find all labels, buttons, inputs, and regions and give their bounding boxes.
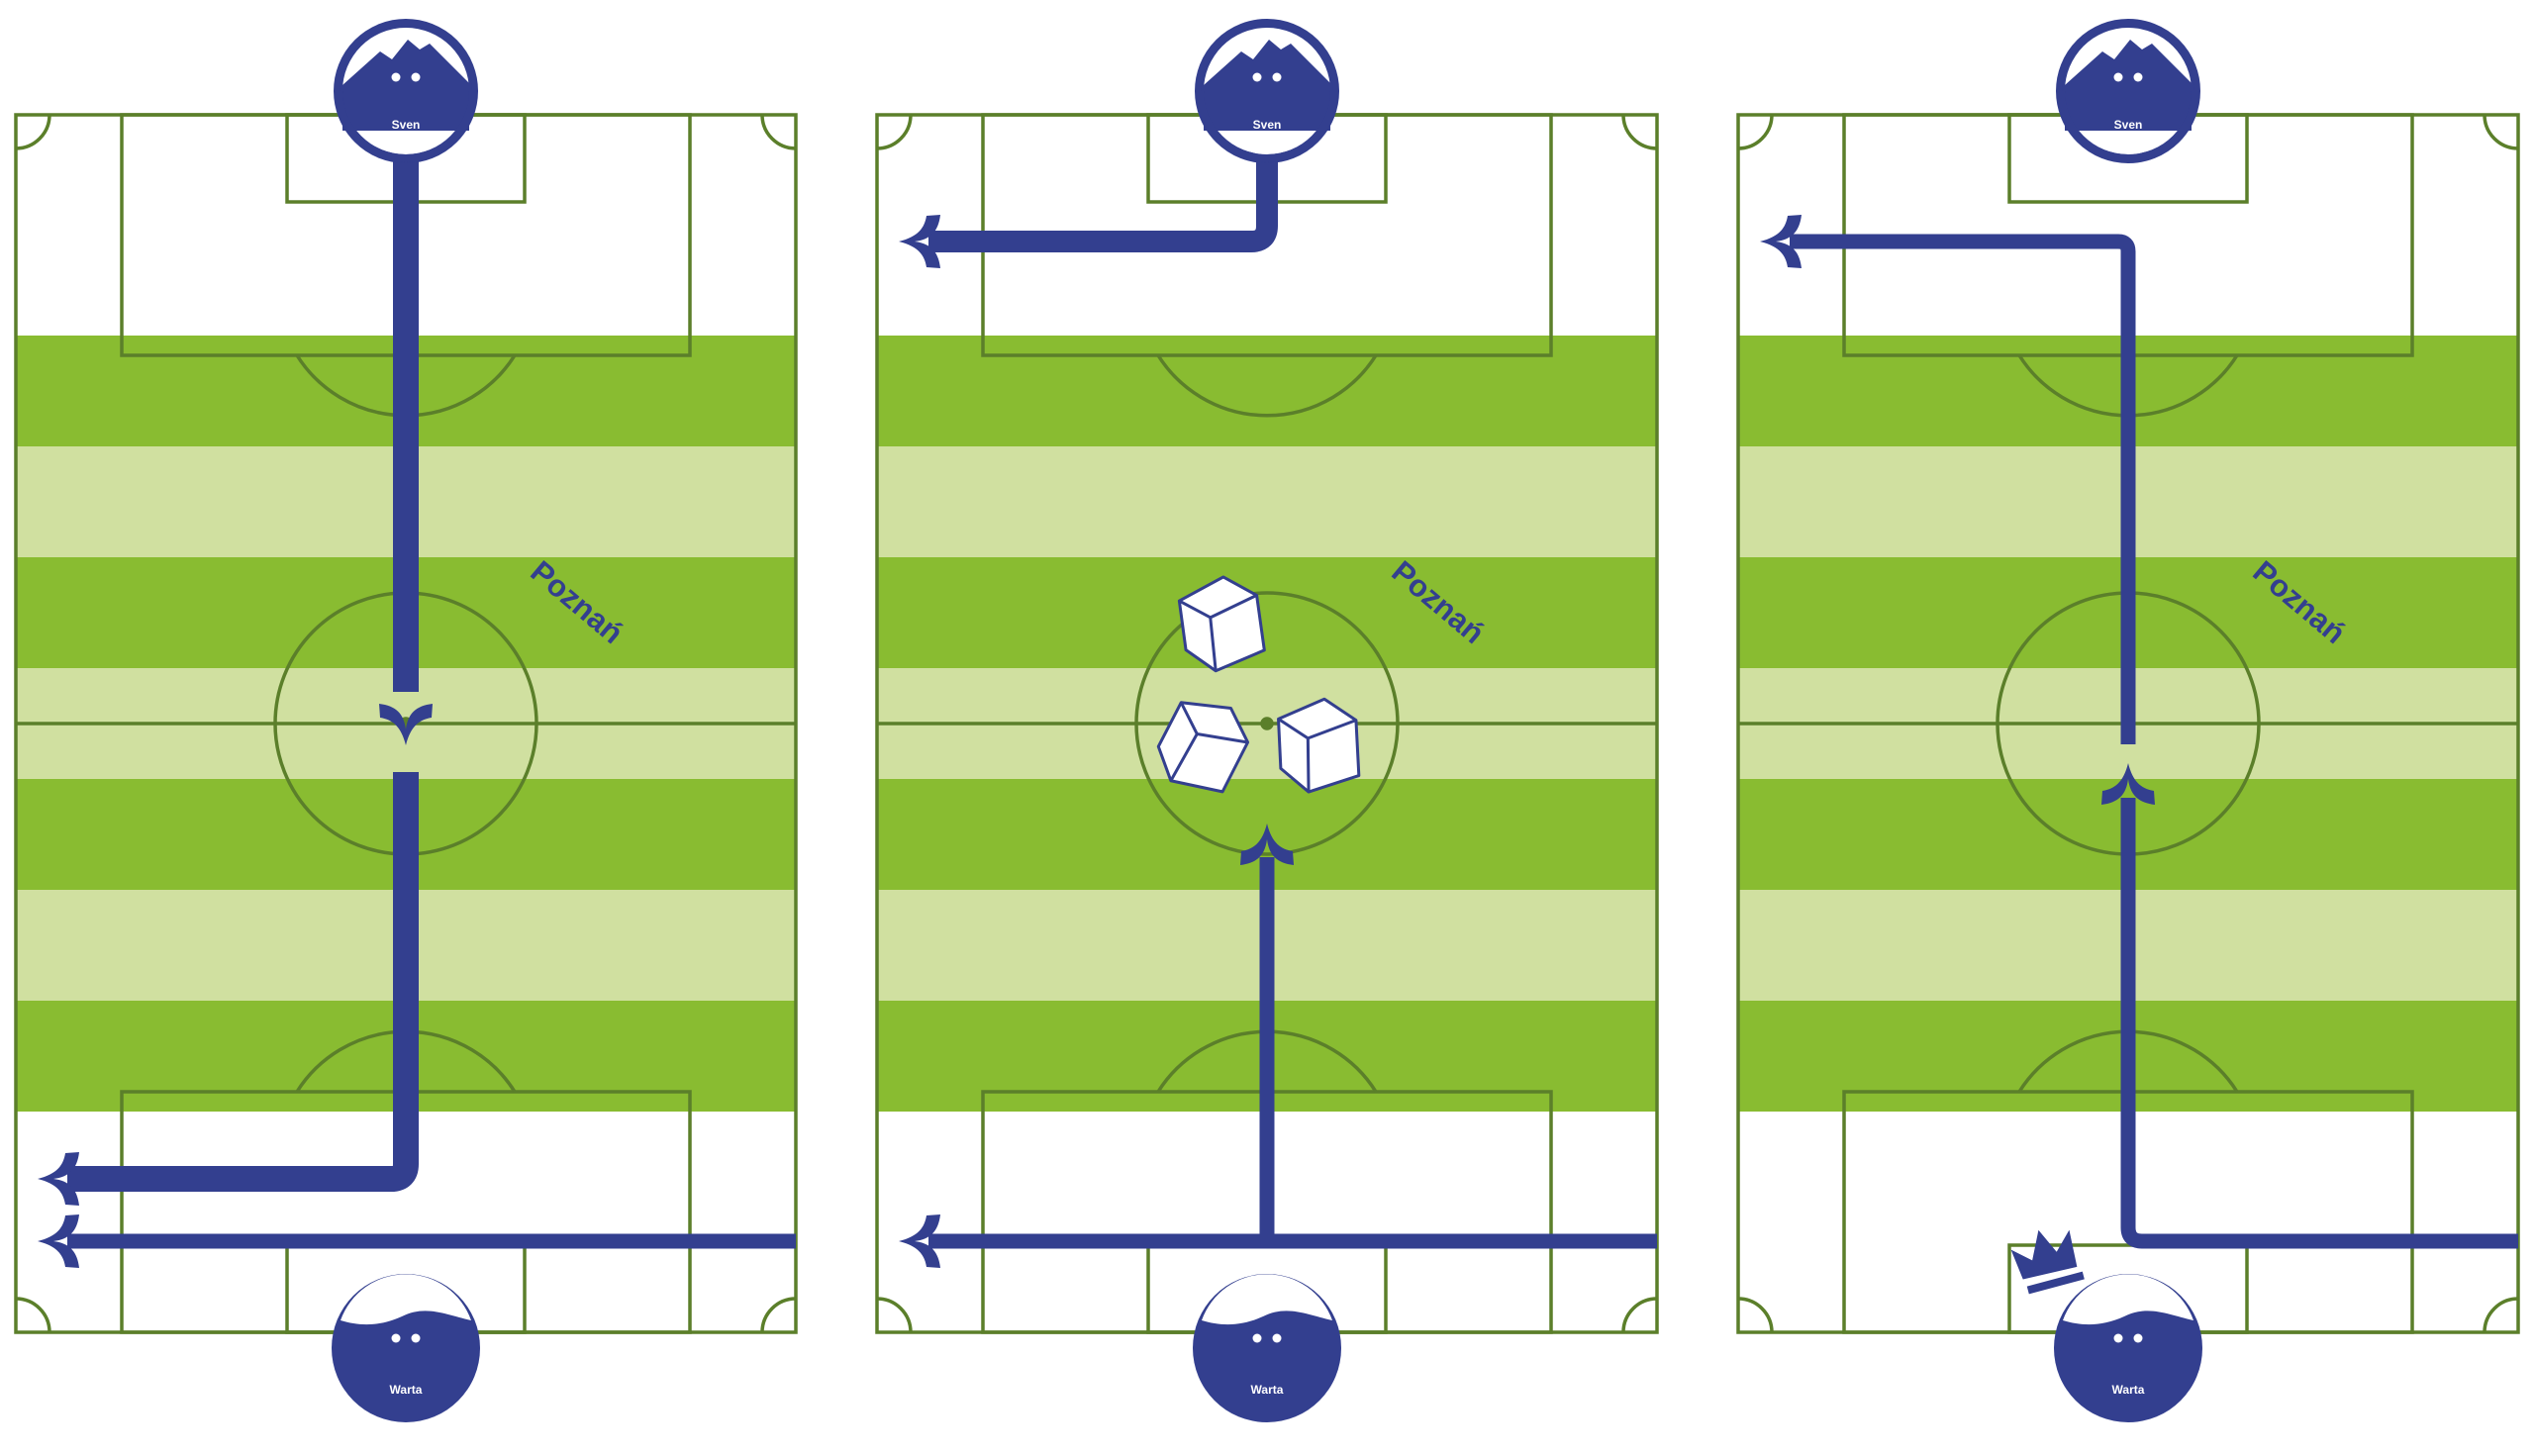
- crown-icon: [2010, 1229, 2085, 1295]
- path-sven-left: [928, 154, 1278, 252]
- wave-face-icon: [1193, 1274, 1341, 1422]
- path-up-left: [1790, 234, 2136, 744]
- avatar-sven: Sven: [1196, 20, 1338, 162]
- mountain-face-icon: [2057, 20, 2199, 162]
- avatar-name-label: Warta: [1251, 1383, 1284, 1397]
- mountain-face-icon: [1196, 20, 1338, 162]
- wave-face-icon: [2054, 1274, 2202, 1422]
- path-lines: [899, 154, 1657, 1268]
- wave-face-icon: [332, 1274, 480, 1422]
- avatar-warta: Warta: [2054, 1274, 2202, 1422]
- avatar-sven: Sven: [335, 20, 477, 162]
- avatar-warta: Warta: [1193, 1274, 1341, 1422]
- path-lines: [38, 154, 796, 1268]
- avatar-name-label: Warta: [2112, 1383, 2145, 1397]
- avatar-name-label: Warta: [390, 1383, 423, 1397]
- avatar-name-label: Sven: [2114, 118, 2143, 132]
- mountain-face-icon: [335, 20, 477, 162]
- path-warta-up: [2120, 798, 2518, 1249]
- path-lines: [1760, 215, 2518, 1249]
- avatar-name-label: Sven: [392, 118, 421, 132]
- avatar-warta: Warta: [332, 1274, 480, 1422]
- avatar-sven: Sven: [2057, 20, 2199, 162]
- path-to-left: [67, 772, 419, 1192]
- avatar-name-label: Sven: [1253, 118, 1282, 132]
